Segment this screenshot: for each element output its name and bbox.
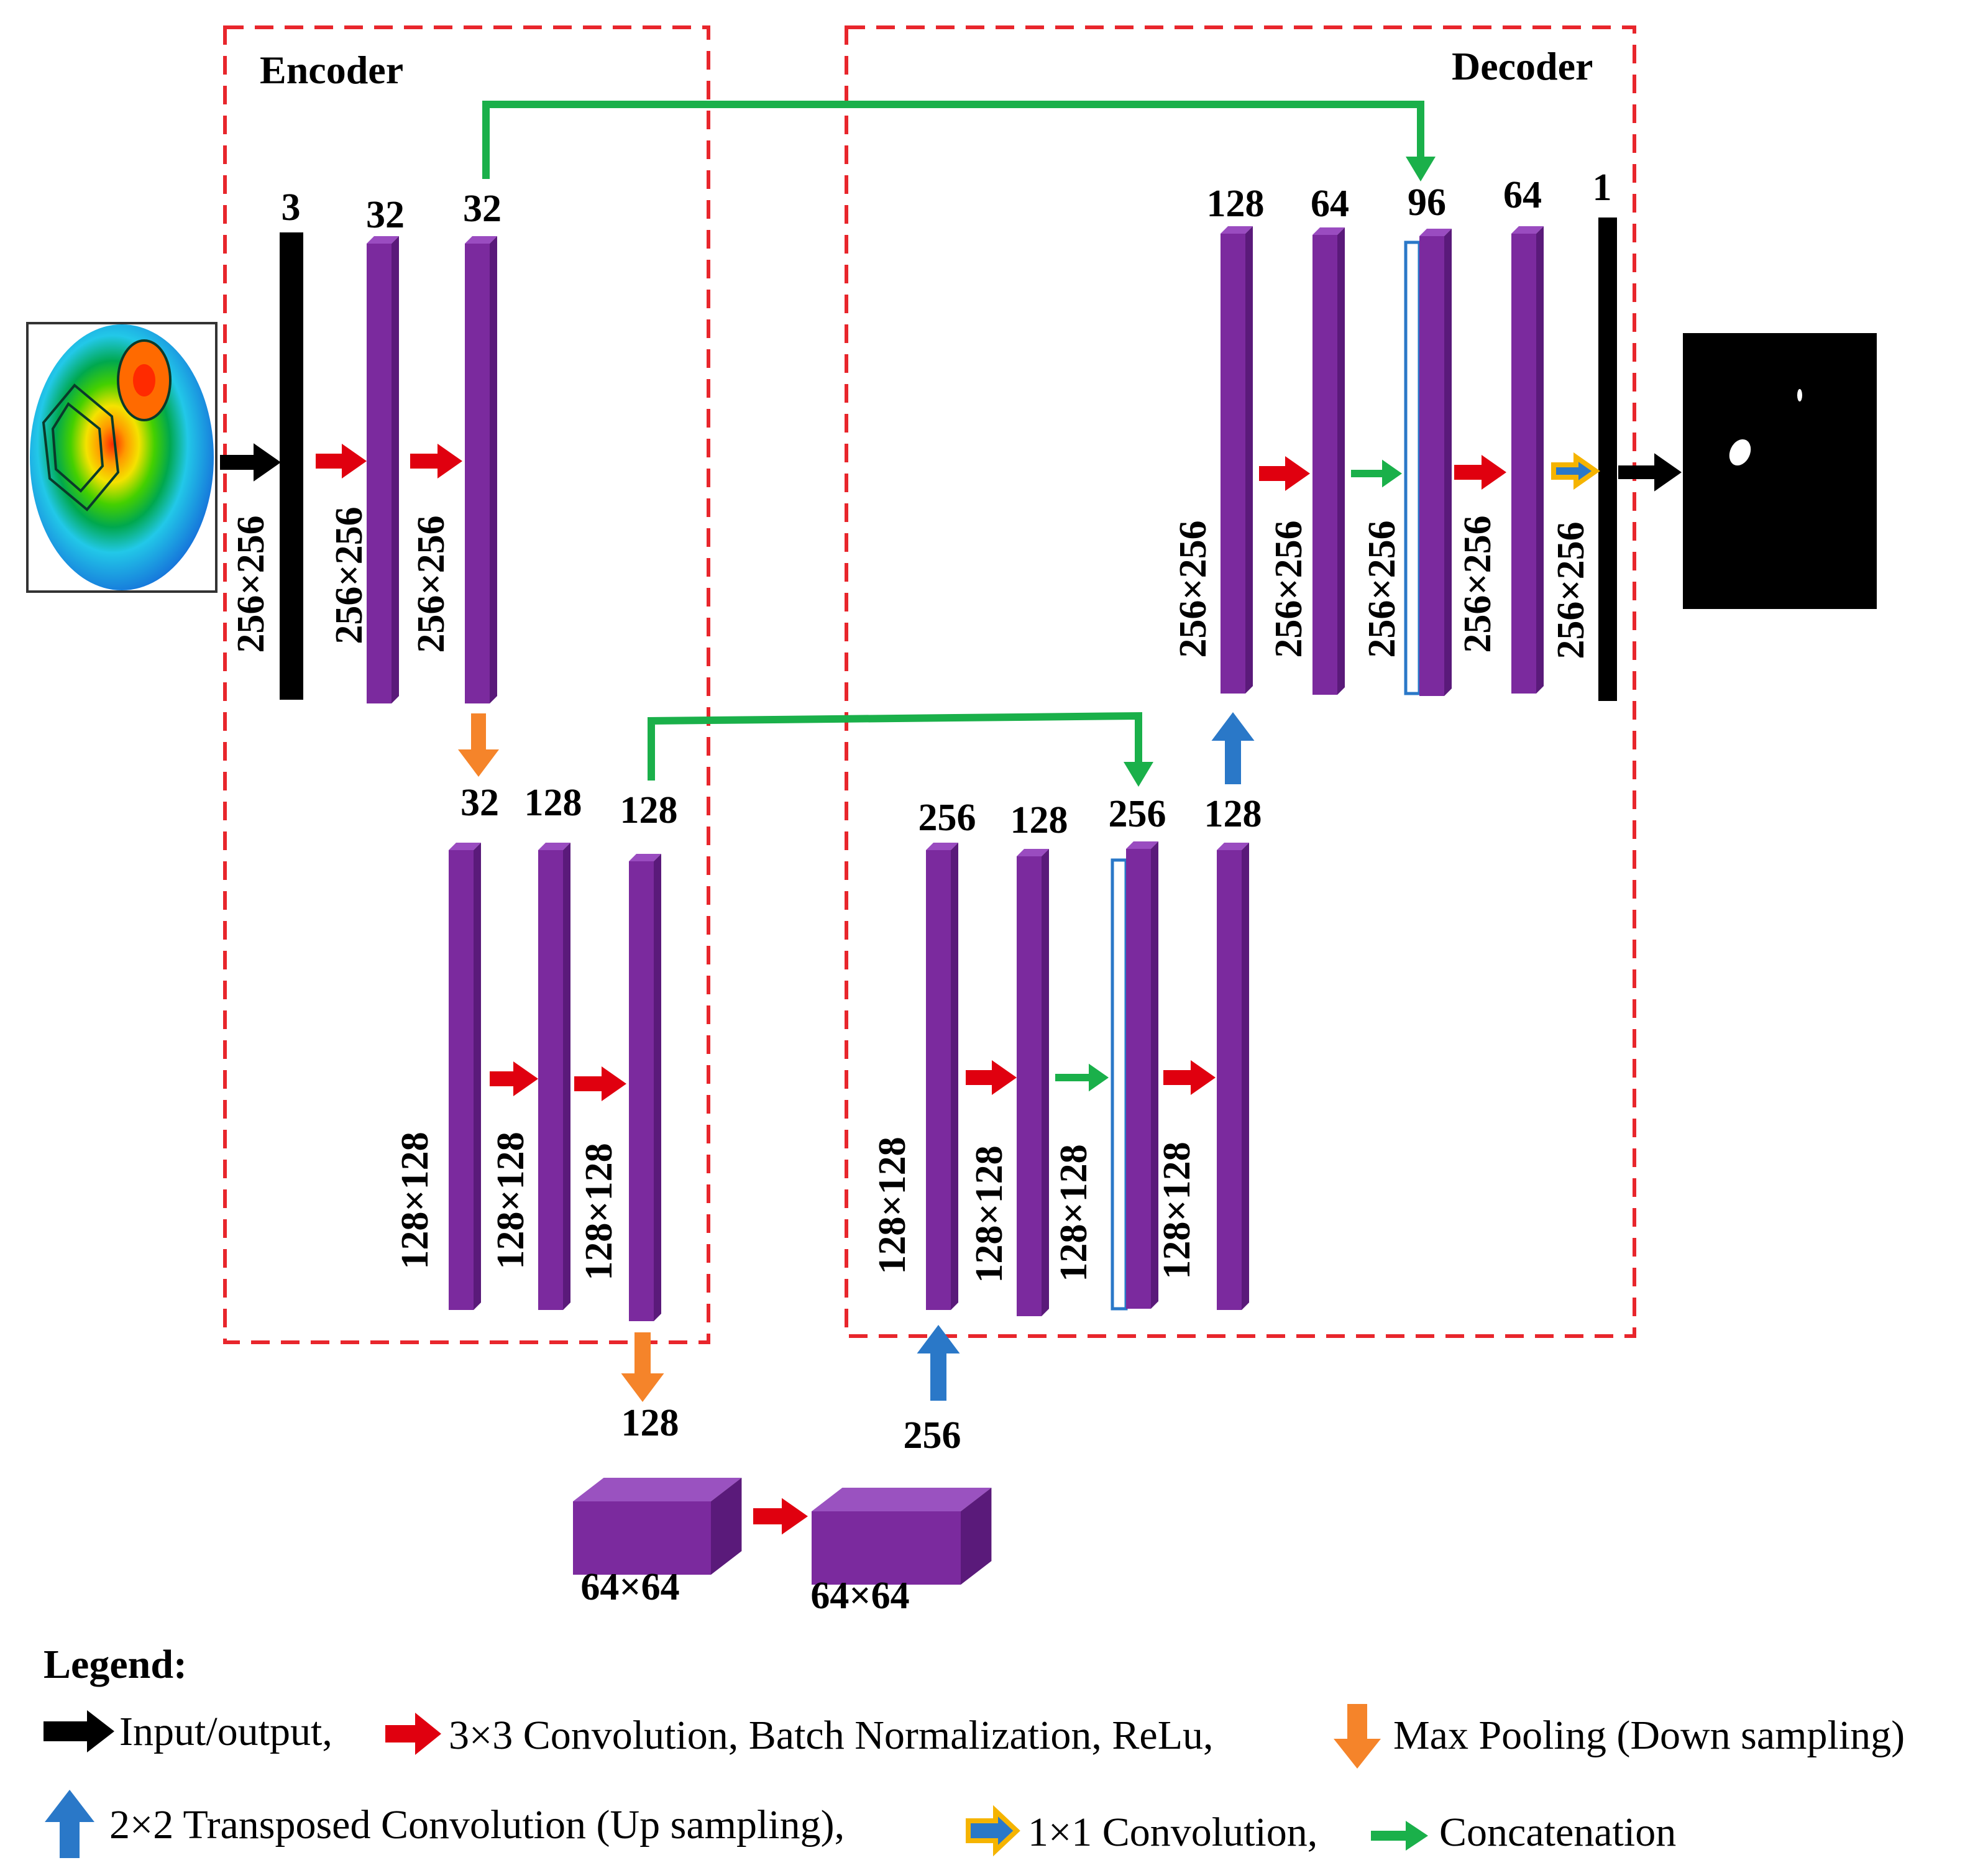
output-mask [1683,333,1877,609]
channel-label-dec2-b: 128 [1010,799,1068,841]
legend-conv1-arrow-icon [966,1805,1020,1857]
skip-connection-bottom [648,712,1142,781]
legend-io-label: Input/output, [119,1709,332,1754]
arrows [220,443,1682,1535]
arrow-up-2 [917,1325,960,1401]
arrow-concat-dec1 [1351,459,1402,488]
legend-io-arrow-icon [44,1710,114,1752]
arrow-conv-dec1-b [1454,455,1506,490]
channel-label-bottleneck-b: 256 [904,1414,961,1457]
arrow-conv-enc1-a [316,444,367,479]
dim-label-dec1-d: 256×256 [1457,515,1499,653]
layer-enc1-input [280,232,303,700]
arrow-concat-dec2 [1055,1063,1109,1092]
channel-label-enc1-a: 32 [366,194,405,236]
skip-connection-top [482,101,1424,179]
arrow-conv-dec2-b [1163,1060,1216,1095]
legend-pool-arrow-icon [1334,1704,1381,1769]
channel-label-dec2-c: 256 [1109,793,1166,835]
dim-label-dec1-b: 256×256 [1268,520,1310,657]
layer-dec2-concat-skip [1111,858,1128,1311]
encoder-frame [223,25,710,1344]
decoder-header: Decoder [1452,44,1593,88]
channel-label-dec1-b: 64 [1311,183,1349,225]
layer-enc1-conv-b [465,236,497,703]
layers [280,218,1617,1585]
layer-enc2-pooled [449,843,481,1310]
legend-conv1-label: 1×1 Convolution, [1028,1810,1317,1855]
arrow-conv-enc1-b [410,444,462,479]
layer-enc2-conv-b [629,854,661,1321]
layer-dec1-concat-skip [1404,240,1421,695]
channel-label-bottleneck-a: 128 [621,1402,679,1444]
dim-label-dec2-c: 128×128 [1053,1144,1095,1281]
layer-dec1-conv-b [1511,226,1544,694]
dim-label-dec1-out: 256×256 [1550,521,1592,659]
layer-dec2-conv-b [1217,843,1249,1310]
legend-conv3-arrow-icon [385,1713,441,1755]
channel-label-enc1-b: 32 [463,188,502,230]
dim-label-dec2-a: 128×128 [871,1137,914,1274]
dim-label-dec2-d: 128×128 [1156,1142,1198,1279]
legend-concat-arrow-icon [1371,1821,1428,1851]
arrow-conv1x1 [1551,452,1600,490]
dim-label-enc2-a: 128×128 [394,1132,436,1269]
arrow-conv-enc2-a [490,1061,538,1096]
dim-label-enc2-b: 128×128 [490,1132,532,1269]
arrow-conv-dec2-a [966,1060,1017,1095]
arrow-conv-enc2-b [574,1066,626,1101]
layer-dec1-concat [1419,229,1452,696]
layer-dec1-conv-a [1312,227,1345,695]
channel-label-dec2-d: 128 [1204,793,1262,835]
channel-label-dec1-c: 96 [1408,181,1446,224]
dim-label-enc2-c: 128×128 [578,1143,620,1280]
arrow-input [220,443,281,482]
dim-label-dec1-c: 256×256 [1361,520,1403,657]
layer-enc2-conv-a [538,843,570,1310]
dim-label-enc1-a: 256×256 [328,506,370,644]
dim-label-enc1-b: 256×256 [410,515,452,653]
layer-dec1-output [1598,218,1617,701]
arrow-pool-2 [621,1332,664,1402]
legend-upconv-arrow-icon [45,1790,94,1858]
layer-bottleneck-b [812,1488,992,1585]
layer-bottleneck-a [573,1478,742,1575]
encoder-header: Encoder [260,48,403,92]
arrow-up-1 [1211,712,1255,784]
channel-label-enc2-c: 128 [620,789,678,831]
input-image [26,322,218,593]
arrow-output [1618,453,1682,492]
legend: Legend: Input/output, 3×3 Convolution, B… [44,1642,1905,1858]
layer-dec1-up [1221,226,1253,694]
arrow-conv-bottleneck [753,1498,808,1535]
skip-connection-top-arrowhead [1406,157,1436,181]
layer-enc1-conv-a [367,236,399,703]
channel-label-enc1-in: 3 [282,186,301,229]
legend-concat-label: Concatenation [1439,1810,1676,1855]
legend-conv3-label: 3×3 Convolution, Batch Normalization, Re… [449,1713,1214,1758]
dim-label-enc1-in: 256×256 [230,515,272,653]
channel-label-enc2-b: 128 [524,782,582,824]
dim-label-dec1-a: 256×256 [1172,520,1214,657]
channel-label-dec1-out: 1 [1593,167,1612,209]
channel-label-enc2-a: 32 [460,782,499,824]
dim-label-dec2-b: 128×128 [968,1145,1010,1283]
channel-label-dec1-a: 128 [1207,183,1265,225]
channel-label-dec2-a: 256 [918,797,976,839]
channel-label-dec1-d: 64 [1503,174,1542,216]
skip-connection-bottom-arrowhead [1124,762,1153,787]
dim-label-bottleneck-b: 64×64 [810,1575,909,1617]
layer-dec2-conv-a [1017,849,1049,1316]
layer-dec2-concat [1126,841,1158,1309]
arrow-conv-dec1-a [1259,456,1310,491]
decoder-frame [845,25,1636,1338]
dim-label-bottleneck-a: 64×64 [580,1566,679,1608]
arrow-pool-1 [458,713,499,777]
legend-upconv-label: 2×2 Transposed Convolution (Up sampling)… [109,1802,845,1848]
layer-dec2-up [926,843,958,1310]
legend-title: Legend: [44,1642,187,1687]
legend-pool-label: Max Pooling (Down sampling) [1393,1713,1905,1758]
